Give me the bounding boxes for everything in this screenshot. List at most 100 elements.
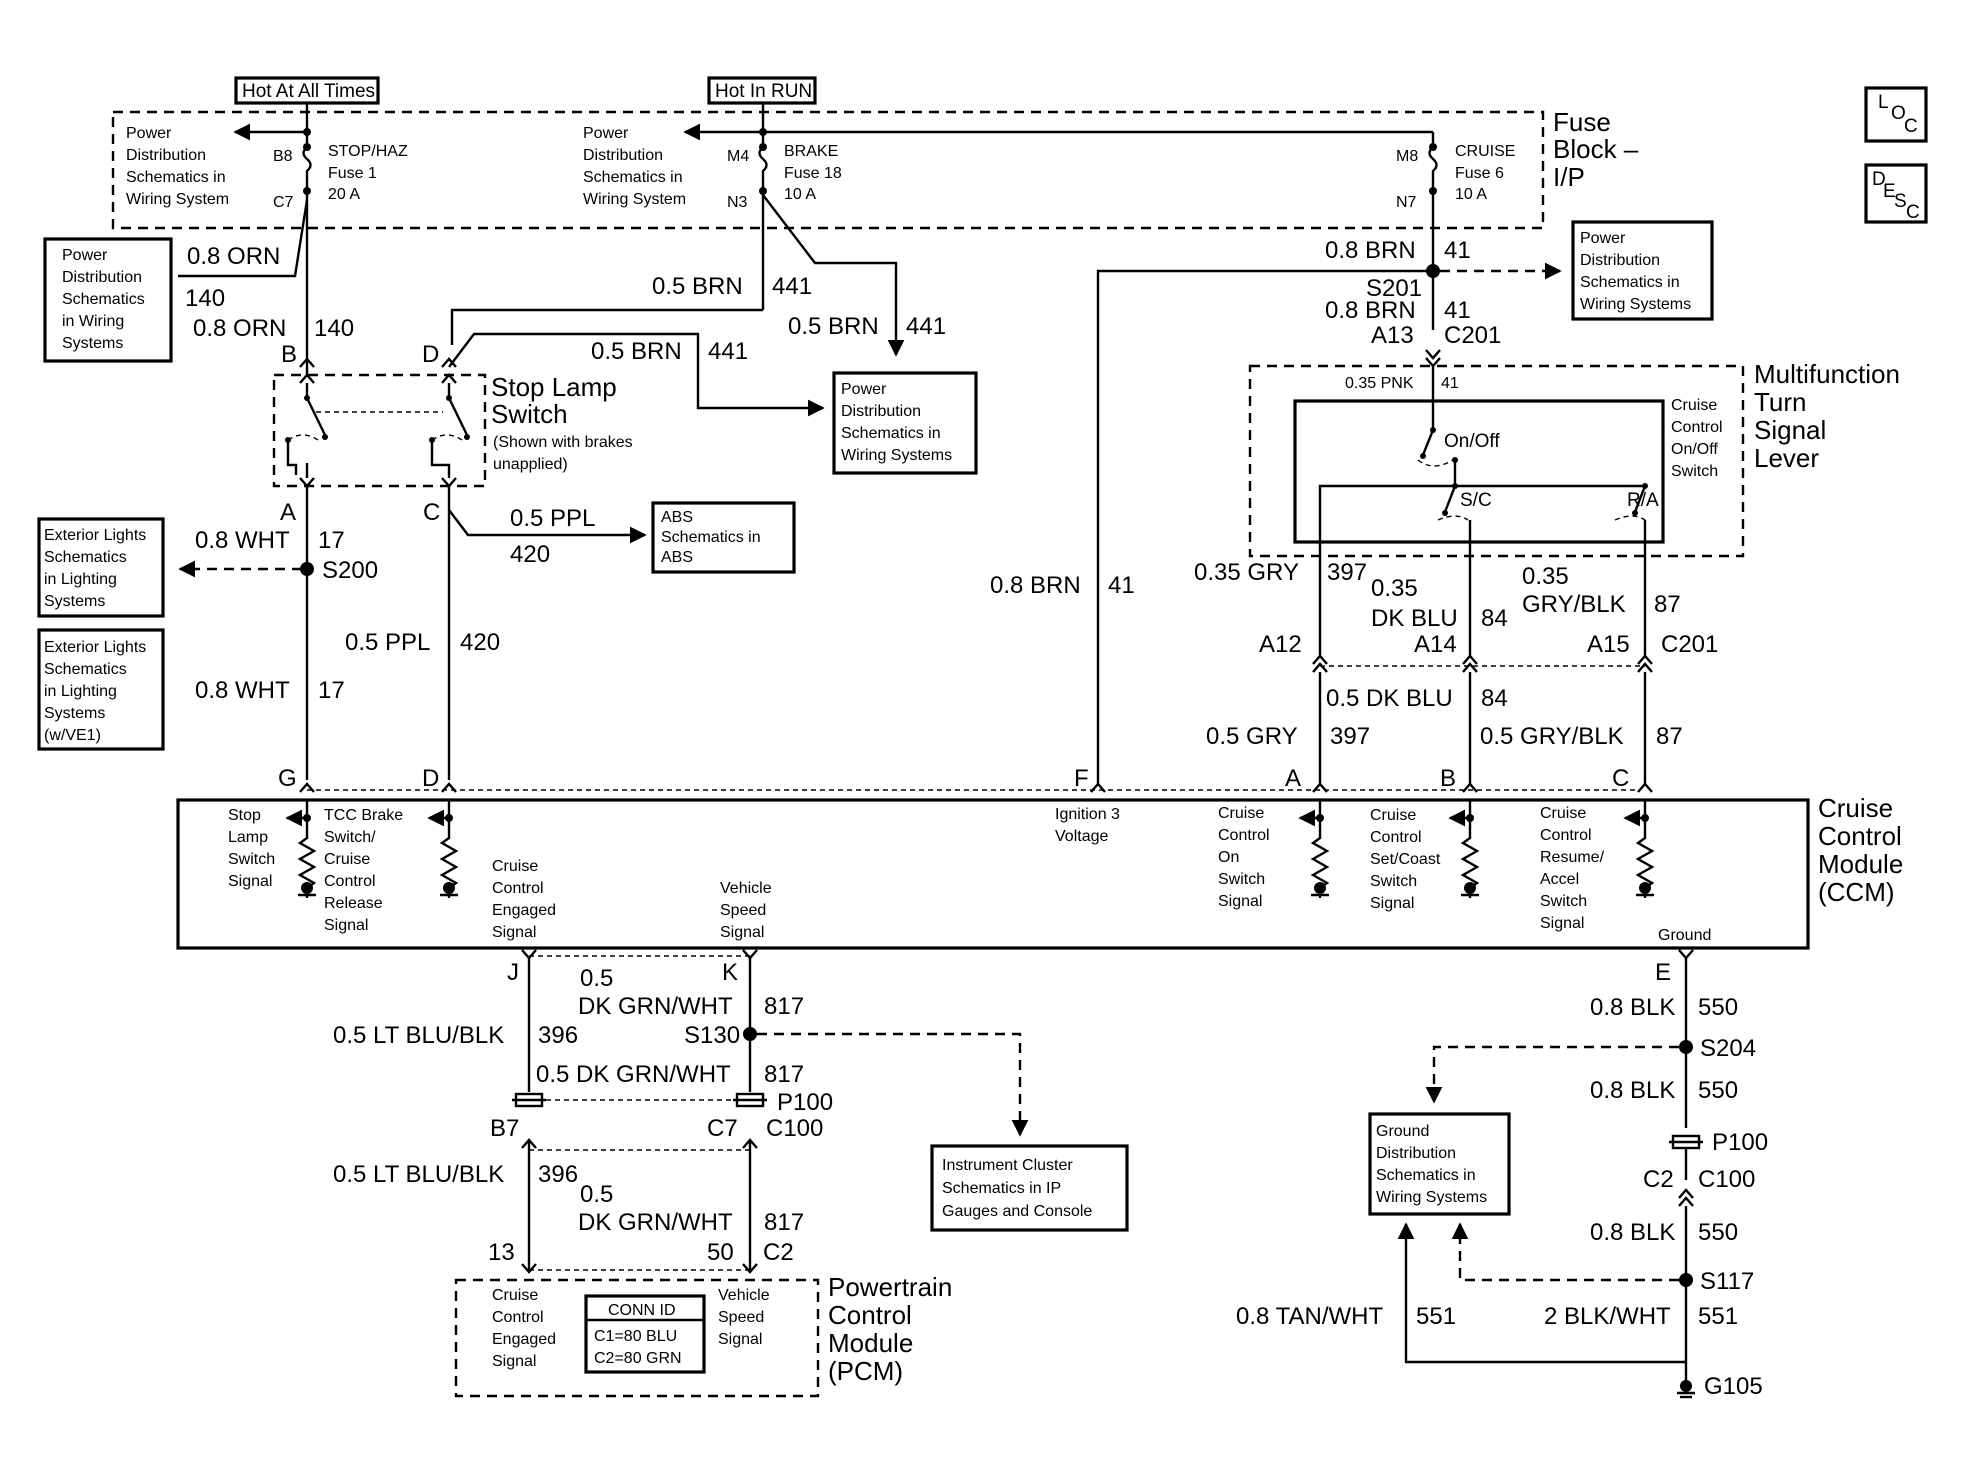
svg-text:0.5 LT BLU/BLK: 0.5 LT BLU/BLK (333, 1161, 504, 1188)
svg-text:Vehicle: Vehicle (718, 1287, 770, 1304)
desc-icon[interactable]: D E S C (1864, 163, 1928, 224)
svg-text:GRY/BLK: GRY/BLK (1522, 591, 1626, 618)
svg-text:Systems: Systems (44, 705, 105, 722)
svg-text:STOP/HAZ: STOP/HAZ (328, 143, 408, 160)
ref-instrument-cluster[interactable]: Instrument Cluster Schematics in IP Gaug… (930, 1144, 1129, 1232)
svg-text:K: K (722, 959, 738, 986)
svg-text:Distribution: Distribution (841, 403, 921, 420)
svg-text:0.5 BRN: 0.5 BRN (591, 338, 682, 365)
svg-text:397: 397 (1327, 559, 1367, 586)
svg-text:Set/Coast: Set/Coast (1370, 851, 1441, 868)
svg-text:0.8 WHT: 0.8 WHT (195, 527, 290, 554)
svg-text:Control: Control (1671, 419, 1723, 436)
svg-text:Fuse 18: Fuse 18 (784, 165, 842, 182)
svg-text:Exterior Lights: Exterior Lights (44, 527, 146, 544)
svg-text:0.8 BLK: 0.8 BLK (1590, 994, 1675, 1021)
svg-text:C2: C2 (1643, 1166, 1674, 1193)
svg-text:Switch: Switch (1218, 871, 1265, 888)
svg-text:0.8 WHT: 0.8 WHT (195, 677, 290, 704)
svg-text:0.5 GRY/BLK: 0.5 GRY/BLK (1480, 723, 1624, 750)
svg-text:Distribution: Distribution (62, 269, 142, 286)
svg-text:Schematics in IP: Schematics in IP (942, 1180, 1061, 1197)
svg-text:Power: Power (62, 247, 108, 264)
svg-text:G: G (278, 765, 297, 792)
svg-text:C: C (1612, 765, 1629, 792)
svg-text:Switch: Switch (228, 851, 275, 868)
svg-text:0.5: 0.5 (580, 965, 613, 992)
svg-text:Power: Power (841, 381, 887, 398)
svg-text:Signal: Signal (492, 924, 536, 941)
svg-text:Voltage: Voltage (1055, 828, 1108, 845)
svg-text:Turn: Turn (1754, 387, 1807, 417)
svg-text:0.5 PPL: 0.5 PPL (345, 629, 430, 656)
svg-text:Control: Control (324, 873, 376, 890)
svg-text:unapplied): unapplied) (493, 456, 568, 473)
svg-text:420: 420 (510, 541, 550, 568)
svg-text:Schematics in: Schematics in (1376, 1167, 1476, 1184)
svg-text:441: 441 (906, 313, 946, 340)
svg-text:Cruise: Cruise (492, 858, 538, 875)
svg-text:(Shown with brakes: (Shown with brakes (493, 434, 633, 451)
svg-text:DK GRN/WHT: DK GRN/WHT (578, 993, 733, 1020)
svg-text:Control: Control (1540, 827, 1592, 844)
svg-text:Switch: Switch (491, 399, 568, 429)
loc-icon[interactable]: L O C (1864, 86, 1928, 143)
svg-text:2 BLK/WHT: 2 BLK/WHT (1544, 1303, 1671, 1330)
svg-text:(CCM): (CCM) (1818, 877, 1895, 907)
svg-text:Powertrain: Powertrain (828, 1272, 952, 1302)
svg-text:Signal: Signal (1540, 915, 1584, 932)
svg-text:M8: M8 (1396, 148, 1418, 165)
svg-text:C201: C201 (1661, 631, 1718, 658)
svg-text:(PCM): (PCM) (828, 1356, 903, 1386)
svg-text:397: 397 (1330, 723, 1370, 750)
svg-text:Release: Release (324, 895, 383, 912)
ref-pd-mid[interactable]: Power Distribution Schematics in Wiring … (832, 371, 978, 475)
svg-text:Fuse 1: Fuse 1 (328, 165, 377, 182)
svg-text:C1=80 BLU: C1=80 BLU (594, 1328, 677, 1345)
ref-ground-distribution[interactable]: Ground Distribution Schematics in Wiring… (1368, 1112, 1511, 1216)
svg-text:Lamp: Lamp (228, 829, 268, 846)
svg-text:Ignition 3: Ignition 3 (1055, 806, 1120, 823)
svg-text:N3: N3 (727, 194, 748, 211)
svg-text:C: C (1904, 116, 1918, 137)
svg-text:Ground: Ground (1658, 927, 1711, 944)
svg-text:D: D (1872, 169, 1886, 190)
svg-text:R/A: R/A (1627, 490, 1659, 511)
svg-text:Wiring Systems: Wiring Systems (1376, 1189, 1487, 1206)
svg-text:0.5 GRY: 0.5 GRY (1206, 723, 1298, 750)
svg-text:84: 84 (1481, 605, 1508, 632)
svg-text:A14: A14 (1414, 631, 1457, 658)
svg-text:Schematics in: Schematics in (1580, 274, 1680, 291)
hot-at-all-times-label: Hot At All Times (242, 81, 375, 102)
svg-text:L: L (1878, 92, 1889, 113)
svg-text:B8: B8 (273, 148, 293, 165)
svg-text:in Wiring: in Wiring (62, 313, 124, 330)
svg-text:Signal: Signal (492, 1353, 536, 1370)
svg-text:0.8 BRN: 0.8 BRN (990, 572, 1081, 599)
svg-text:DK BLU: DK BLU (1371, 605, 1458, 632)
ref-pd-left[interactable]: Power Distribution Schematics in Wiring … (43, 237, 173, 363)
svg-text:0.35: 0.35 (1371, 575, 1418, 602)
svg-text:Switch: Switch (1370, 873, 1417, 890)
svg-text:S117: S117 (1700, 1268, 1754, 1295)
svg-text:Control: Control (1370, 829, 1422, 846)
ref-pd-right[interactable]: Power Distribution Schematics in Wiring … (1571, 220, 1714, 321)
svg-text:P100: P100 (777, 1089, 833, 1116)
svg-text:ABS: ABS (661, 509, 693, 526)
ref-exterior-lights-1[interactable]: Exterior Lights Schematics in Lighting S… (37, 517, 165, 618)
ref-abs[interactable]: ABS Schematics in ABS (651, 501, 796, 574)
svg-text:On: On (1218, 849, 1239, 866)
svg-text:Speed: Speed (720, 902, 766, 919)
svg-text:Signal: Signal (1218, 893, 1262, 910)
svg-text:41: 41 (1444, 237, 1471, 264)
svg-text:550: 550 (1698, 1219, 1738, 1246)
svg-text:Power: Power (1580, 230, 1626, 247)
fuse-block: Fuse Block – I/P Power Distribution Sche… (111, 107, 1639, 230)
svg-text:A: A (280, 499, 296, 526)
svg-text:0.8 ORN: 0.8 ORN (193, 315, 286, 342)
ref-exterior-lights-2[interactable]: Exterior Lights Schematics in Lighting S… (37, 628, 165, 751)
svg-text:Cruise: Cruise (324, 851, 370, 868)
svg-text:551: 551 (1416, 1303, 1456, 1330)
svg-text:Vehicle: Vehicle (720, 880, 772, 897)
